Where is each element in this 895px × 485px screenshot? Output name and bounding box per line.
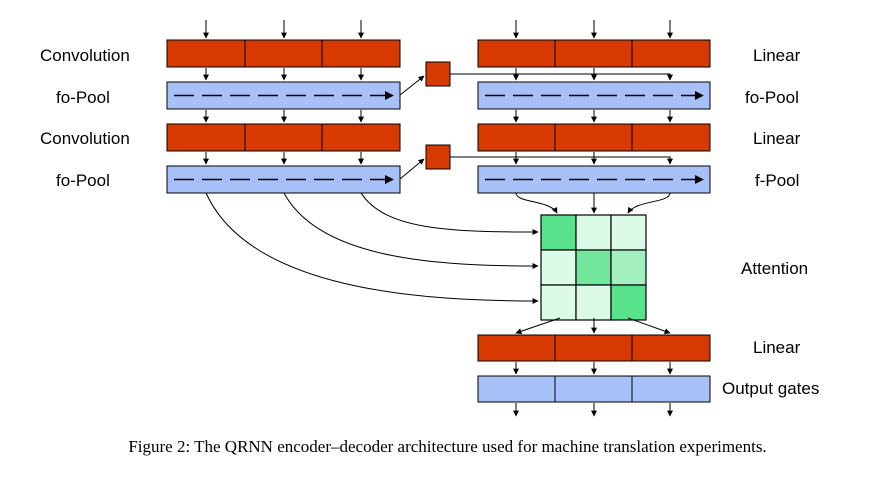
attention-cell-2-1 bbox=[575, 284, 612, 321]
attention-cell-2-2 bbox=[610, 284, 647, 321]
output-label-linear: Linear bbox=[753, 338, 801, 357]
encoder-conv-layer-1 bbox=[166, 39, 401, 68]
encoder-to-attention-arrows bbox=[205, 192, 539, 304]
decoder-to-attention-arrows bbox=[515, 192, 671, 214]
decoder-linear-layer-2 bbox=[477, 123, 711, 152]
bridge-state-1 bbox=[399, 61, 673, 96]
encoder-label-pool-1: fo-Pool bbox=[56, 88, 110, 107]
attention-cell-1-1 bbox=[575, 249, 612, 286]
figure-caption: Figure 2: The QRNN encoder–decoder archi… bbox=[128, 437, 767, 456]
output-gates-layer bbox=[477, 375, 711, 403]
encoder-pool-layer-1 bbox=[166, 81, 401, 110]
encoder-pool-layer-2 bbox=[166, 165, 401, 194]
decoder-label-linear-2: Linear bbox=[753, 129, 801, 148]
output-linear-layer bbox=[477, 334, 711, 362]
decoder-linear-layer-1 bbox=[477, 39, 711, 68]
attention-matrix bbox=[540, 214, 647, 321]
decoder-pool-layer-2 bbox=[477, 165, 711, 194]
attention-cell-2-0 bbox=[540, 284, 577, 321]
bridge-state-2 bbox=[399, 144, 673, 180]
attention-cell-1-0 bbox=[540, 249, 577, 286]
encoder-conv-layer-2 bbox=[166, 123, 401, 152]
decoder-label-pool-1: fo-Pool bbox=[745, 88, 799, 107]
encoder-label-conv-1: Convolution bbox=[40, 46, 130, 65]
decoder-label-pool-2: f-Pool bbox=[755, 171, 799, 190]
attention-cell-0-2 bbox=[610, 214, 647, 251]
decoder-stack bbox=[477, 20, 711, 194]
attention-cell-1-2 bbox=[610, 249, 647, 286]
attention-cell-0-1 bbox=[575, 214, 612, 251]
attention-to-output-arrows bbox=[515, 317, 671, 335]
attention-cell-0-0 bbox=[540, 214, 577, 251]
encoder-label-pool-2: fo-Pool bbox=[56, 171, 110, 190]
decoder-label-linear-1: Linear bbox=[753, 46, 801, 65]
qrnn-architecture-diagram: Convolution fo-Pool Convolution fo-Pool … bbox=[40, 20, 819, 417]
attention-label: Attention bbox=[741, 259, 808, 278]
encoder-label-conv-2: Convolution bbox=[40, 129, 130, 148]
output-label-gates: Output gates bbox=[722, 379, 819, 398]
decoder-pool-layer-1 bbox=[477, 81, 711, 110]
encoder-stack bbox=[166, 20, 401, 194]
